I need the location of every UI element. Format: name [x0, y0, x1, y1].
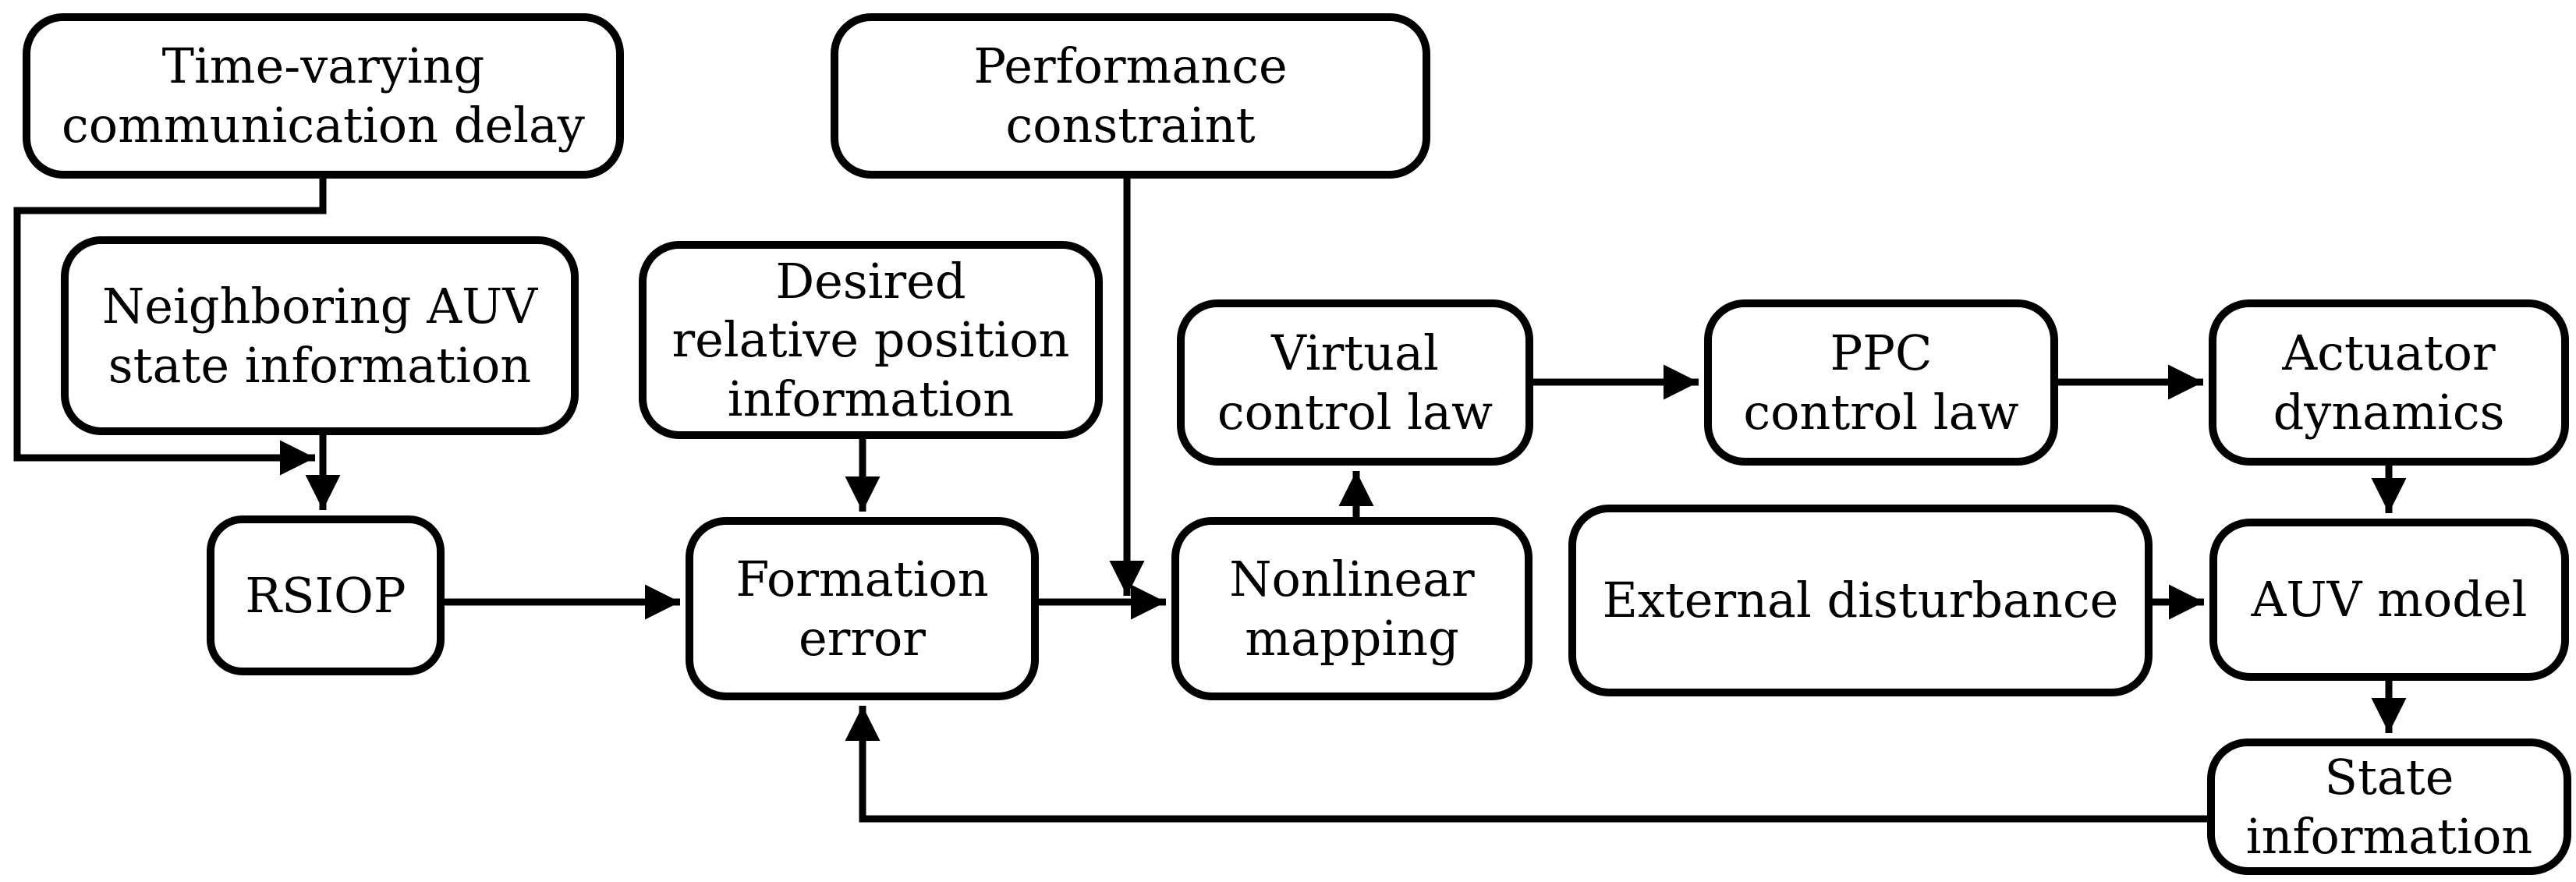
node-formation-error: Formation error [686, 517, 1039, 700]
node-label: Performance constraint [973, 37, 1288, 154]
node-desired-relative-position-information: Desired relative position information [639, 241, 1103, 439]
node-label: State information [2245, 748, 2533, 865]
node-performance-constraint: Performance constraint [831, 13, 1430, 179]
node-label: Formation error [735, 550, 989, 667]
node-virtual-control-law: Virtual control law [1177, 299, 1533, 466]
node-rsiop: RSIOP [207, 515, 445, 675]
node-state-information: State information [2207, 739, 2571, 875]
node-nonlinear-mapping: Nonlinear mapping [1171, 517, 1532, 700]
node-label: Actuator dynamics [2273, 324, 2505, 441]
node-label: External disturbance [1602, 572, 2119, 629]
node-ppc-control-law: PPC control law [1704, 299, 2058, 466]
node-actuator-dynamics: Actuator dynamics [2209, 299, 2569, 466]
node-neighboring-auv-state-information: Neighboring AUV state information [61, 236, 579, 435]
node-label: RSIOP [245, 566, 406, 624]
edge-state-information-to-formation-error [845, 706, 2207, 823]
node-auv-model: AUV model [2209, 519, 2569, 681]
node-label: Nonlinear mapping [1229, 550, 1475, 667]
node-label: Virtual control law [1217, 324, 1494, 441]
node-time-varying-communication-delay: Time-varying communication delay [23, 13, 624, 179]
node-external-disturbance: External disturbance [1568, 505, 2153, 696]
node-label: Desired relative position information [671, 252, 1070, 427]
edge-time-delay-to-rsiop-line [13, 179, 327, 476]
node-label: Time-varying communication delay [62, 37, 585, 154]
node-label: PPC control law [1743, 324, 2019, 441]
node-label: AUV model [2251, 571, 2528, 629]
node-label: Neighboring AUV state information [102, 277, 537, 394]
